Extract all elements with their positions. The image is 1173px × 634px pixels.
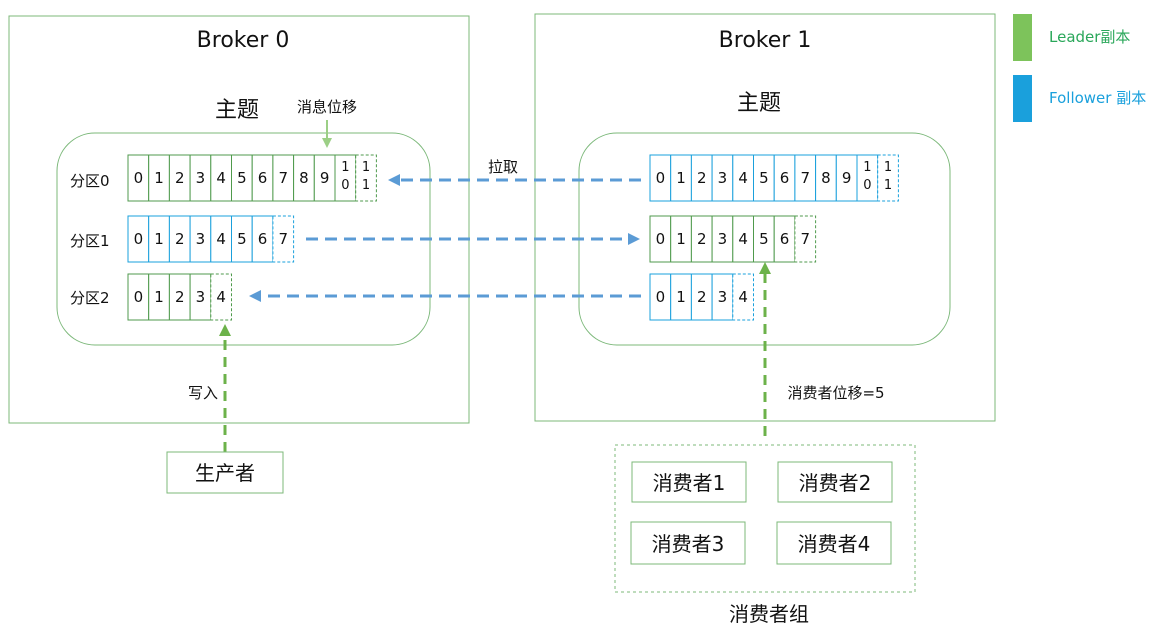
broker-1-partition-1-offset: 2 (697, 230, 707, 248)
write-label: 写入 (188, 384, 218, 402)
consumer-2-box (777, 461, 893, 503)
consumer-group-box (614, 444, 916, 593)
broker-0-partition-0-offset: 2 (175, 169, 185, 187)
broker-1-partition-0-offset: 4 (738, 169, 748, 187)
broker-0-partition-0-offset: 5 (237, 169, 247, 187)
broker-1-partition-2-offset: 2 (697, 288, 707, 306)
broker-0-partition-0-offset: 6 (258, 169, 268, 187)
consumer-1-label: 消费者1 (653, 471, 726, 495)
broker-0-partition-1-pending-cell (272, 215, 295, 263)
broker-0-partition-1-offset: 1 (154, 230, 164, 248)
broker-0-partition-0-offset: 1 (154, 169, 164, 187)
fetch-label: 拉取 (488, 158, 518, 176)
partition-1-label: 分区1 (70, 232, 110, 250)
broker-1-partition-0-pending-cell (877, 154, 899, 202)
broker-0-partition-0-offset: 7 (278, 169, 288, 187)
broker-0-topic-label: 主题 (215, 98, 259, 123)
broker-1-partition-0-offset: 6 (780, 169, 790, 187)
broker-1-partition-2-offset: 1 (676, 288, 686, 306)
broker-0-partition-1-offset: 4 (216, 230, 226, 248)
broker-0-partition-0-pending-cell (355, 154, 377, 202)
producer-box (166, 451, 284, 494)
legend-follower-swatch (1013, 75, 1032, 122)
broker-1-partition-2-offset: 0 (656, 288, 666, 306)
broker-1-partition-1-offset: 4 (738, 230, 748, 248)
legend-follower-label: Follower 副本 (1049, 89, 1146, 107)
broker-1-partition-2-offset: 3 (718, 288, 728, 306)
consumer-4-box (776, 521, 892, 565)
message-offset-label: 消息位移 (297, 98, 357, 116)
broker-1-partition-0-offset: 7 (800, 169, 810, 187)
broker-1-partition-1-offset: 1 (676, 230, 686, 248)
consumer-3-label: 消费者3 (652, 532, 725, 556)
broker-1-partition-0-offset-digit: 1 (884, 160, 892, 175)
broker-1-partition-0-offset-digit: 1 (884, 178, 892, 193)
broker-0-partition-2-offset: 0 (134, 288, 144, 306)
broker-0-title: Broker 0 (197, 28, 290, 53)
broker-1-title: Broker 1 (719, 28, 812, 53)
broker-1-topic-label: 主题 (737, 91, 781, 116)
broker-0-partition-2-offset: 3 (196, 288, 206, 306)
broker-0-partition-0-offset: 0 (134, 169, 144, 187)
legend-leader-swatch (1013, 14, 1032, 61)
broker-1-partition-1-offset: 0 (656, 230, 666, 248)
broker-0-partition-0-offset-digit: 1 (341, 160, 349, 175)
consumer-1-box (631, 461, 747, 503)
broker-1-partition-1-offset: 6 (780, 230, 790, 248)
broker-0-partition-2-offset: 1 (154, 288, 164, 306)
broker-1-partition-0-offset: 9 (842, 169, 852, 187)
broker-1-partition-0-offset: 1 (676, 169, 686, 187)
broker-0-partition-2-pending-cell (210, 273, 233, 321)
broker-0-partition-0-offset-digit: 0 (341, 178, 349, 193)
broker-1-partition-1-pending-cell (794, 215, 817, 263)
broker-1-partition-0-offset-digit: 1 (863, 160, 871, 175)
consumer-2-label: 消费者2 (799, 471, 872, 495)
broker-0-partition-0-offset: 3 (196, 169, 206, 187)
broker-1-partition-0-offset-digit: 0 (863, 178, 871, 193)
broker-0-partition-0-offset: 8 (299, 169, 309, 187)
broker-1-partition-0-offset: 2 (697, 169, 707, 187)
broker-1-partition-0-offset: 5 (759, 169, 769, 187)
consumer-offset-label: 消费者位移=5 (787, 384, 884, 402)
broker-1-partition-0-offset: 3 (718, 169, 728, 187)
broker-1-partition-1-offset: 5 (759, 230, 769, 248)
consumer-3-box (630, 521, 746, 565)
broker-0-partition-0-offset: 4 (216, 169, 226, 187)
broker-1-partition-2-offset: 4 (738, 288, 748, 306)
partition-2-label: 分区2 (70, 289, 110, 307)
broker-0-partition-0-offset-digit: 1 (362, 178, 370, 193)
broker-0-partition-1-offset: 7 (278, 230, 288, 248)
broker-1-partition-0-offset: 8 (821, 169, 831, 187)
legend-leader-label: Leader副本 (1049, 28, 1130, 46)
broker-0-partition-1-offset: 0 (134, 230, 144, 248)
partition-0-label: 分区0 (70, 172, 110, 190)
broker-0-partition-0-offset-digit: 1 (362, 160, 370, 175)
broker-1-partition-0-offset: 0 (656, 169, 666, 187)
broker-0-partition-2-offset: 4 (216, 288, 226, 306)
broker-1-partition-1-offset: 3 (718, 230, 728, 248)
producer-label: 生产者 (195, 461, 255, 485)
broker-0-partition-1-offset: 5 (237, 230, 247, 248)
broker-0-partition-0-offset: 9 (320, 169, 330, 187)
broker-0-partition-1-offset: 6 (258, 230, 268, 248)
broker-0-partition-1-offset: 2 (175, 230, 185, 248)
broker-1-partition-1-offset: 7 (800, 230, 810, 248)
broker-0-partition-1-offset: 3 (196, 230, 206, 248)
consumer-group-label: 消费者组 (729, 602, 809, 626)
broker-1-partition-2-pending-cell (732, 273, 754, 321)
consumer-4-label: 消费者4 (798, 532, 871, 556)
broker-0-partition-2-offset: 2 (175, 288, 185, 306)
